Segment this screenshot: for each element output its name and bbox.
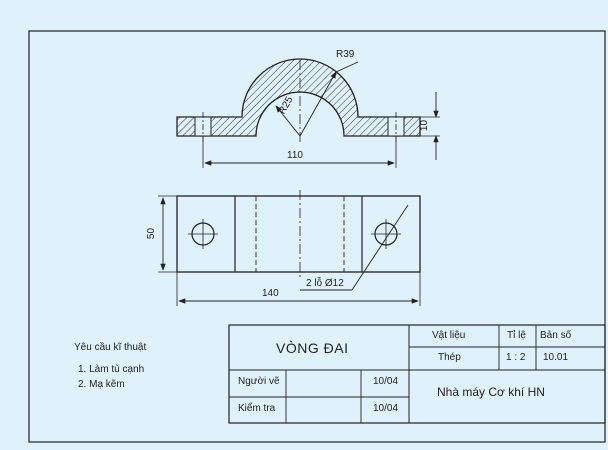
- notes-item: 2. Mạ kẽm: [78, 379, 125, 390]
- dim-140-label: 140: [262, 288, 279, 299]
- front-view: [176, 58, 440, 168]
- dim-holes-label: 2 lỗ Ø12: [306, 278, 344, 289]
- notes-title: Yêu cầu kĩ thuật: [74, 342, 147, 353]
- title-block: [228, 324, 606, 424]
- checked-date: 10/04: [373, 403, 399, 414]
- top-view: [158, 190, 421, 306]
- sheet-frame: [28, 30, 606, 443]
- dim-110-label: 110: [287, 150, 303, 161]
- company-name: Nhà máy Cơ khí HN: [437, 385, 545, 399]
- drawing-no-value: 10.01: [543, 352, 569, 363]
- material-label: Vật liệu: [432, 330, 466, 341]
- drawing-no-label: Bản số: [540, 330, 572, 341]
- dim-thickness-label: 10: [419, 119, 431, 132]
- notes-item: 1. Làm tù cạnh: [78, 364, 145, 375]
- r39-leader: [299, 71, 337, 137]
- hole-leader: [351, 204, 409, 291]
- r25-leader: [275, 105, 301, 137]
- checked-by-label: Kiểm tra: [238, 403, 276, 414]
- dim-50-label: 50: [146, 227, 158, 240]
- dim-r39-label: R39: [336, 49, 355, 60]
- drawn-date: 10/04: [373, 376, 399, 387]
- scale-value: 1 : 2: [506, 352, 526, 363]
- part-name: VÒNG ĐAI: [276, 340, 349, 356]
- drawn-by-label: Người vẽ: [238, 376, 280, 387]
- front-view-section: [176, 58, 421, 137]
- scale-label: Tỉ lệ: [507, 330, 526, 341]
- material-value: Thép: [438, 352, 461, 363]
- top-view-outline: [176, 195, 421, 273]
